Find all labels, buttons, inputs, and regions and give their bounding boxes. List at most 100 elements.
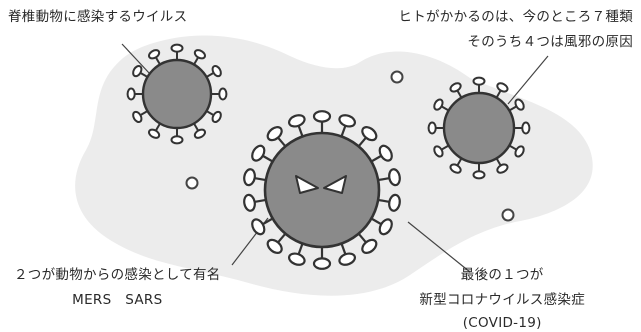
virus-spike-knob xyxy=(170,135,184,145)
virus-spike-stem xyxy=(508,105,517,112)
virus-spike-stem xyxy=(297,125,304,137)
virus-spike-knob xyxy=(388,168,401,187)
virus-spike-knob xyxy=(266,238,283,254)
virus-spike-stem xyxy=(456,157,463,166)
virus-spike-knob xyxy=(243,168,256,187)
label-text: MERS SARS xyxy=(72,292,163,308)
virus-spike-knob xyxy=(211,64,222,78)
label-text: ２つが動物からの感染として有名 xyxy=(14,267,221,283)
virus-spike-stem xyxy=(254,198,267,203)
leader-line-top-right xyxy=(507,55,549,105)
virus-spike-knob xyxy=(427,121,437,135)
virus-spike-stem xyxy=(495,90,502,99)
label-animal-origin: ２つが動物からの感染として有名 MERS SARS xyxy=(14,266,221,310)
virus-spike-stem xyxy=(277,137,287,148)
virus-spike-stem xyxy=(370,217,382,225)
virus-spike-knob xyxy=(312,257,332,270)
label-text: ヒトがかかるのは、今のところ７種類 xyxy=(398,9,633,25)
virus-spike-knob xyxy=(266,126,283,142)
virus-spike-stem xyxy=(155,57,161,66)
virus-spike-knob xyxy=(496,163,509,174)
virus-icon-right xyxy=(427,76,531,180)
virus-spike-stem xyxy=(277,232,287,243)
virus-spike-stem xyxy=(262,155,274,163)
virus-spike-stem xyxy=(441,144,450,151)
leader-line-top-left xyxy=(121,43,151,75)
virus-spike-knob xyxy=(218,87,228,101)
virus-spike-stem xyxy=(140,110,149,116)
leader-line-bottom-right xyxy=(407,221,471,273)
virus-spike-stem xyxy=(456,90,463,99)
virus-body xyxy=(263,131,381,249)
virus-spike-knob xyxy=(361,126,378,142)
virus-spike-knob xyxy=(288,252,306,266)
virus-spike-knob xyxy=(521,121,531,135)
virus-spike-knob xyxy=(338,252,356,266)
virus-body xyxy=(442,91,516,165)
virus-spike-stem xyxy=(377,198,390,203)
virus-spike-stem xyxy=(205,72,214,78)
virus-spike-knob xyxy=(338,114,356,128)
virus-spike-stem xyxy=(193,57,199,66)
virus-spike-stem xyxy=(262,217,274,225)
virus-spike-knob xyxy=(312,110,332,123)
virus-spike-knob xyxy=(433,145,444,158)
virus-spike-knob xyxy=(211,110,222,124)
virus-spike-stem xyxy=(377,177,390,182)
virus-spike-knob xyxy=(514,98,525,111)
virus-spike-knob xyxy=(388,193,401,212)
virus-spike-knob xyxy=(126,87,136,101)
virus-spike-knob xyxy=(449,163,462,174)
virus-spike-knob xyxy=(361,238,378,254)
virus-spike-stem xyxy=(495,157,502,166)
virus-spike-knob xyxy=(496,82,509,93)
virus-spike-knob xyxy=(514,145,525,158)
angry-face-icon xyxy=(295,175,347,194)
virus-spike-stem xyxy=(205,110,214,116)
virus-spike-knob xyxy=(378,218,393,236)
virus-spike-stem xyxy=(370,155,382,163)
virus-spike-knob xyxy=(193,128,207,139)
label-text: 新型コロナウイルス感染症 xyxy=(419,292,585,308)
virus-spike-stem xyxy=(193,122,199,131)
label-new-coronavirus: 最後の１つが 新型コロナウイルス感染症 (COVID-19) xyxy=(419,266,585,332)
virus-spike-knob xyxy=(147,128,161,139)
virus-spike-stem xyxy=(357,137,367,148)
virus-spike-knob xyxy=(251,218,266,236)
virus-spike-knob xyxy=(472,170,486,180)
label-text: 最後の１つが xyxy=(460,267,544,283)
particle-circle xyxy=(185,176,199,190)
virus-spike-knob xyxy=(170,43,184,53)
virus-spike-knob xyxy=(433,98,444,111)
virus-spike-knob xyxy=(288,114,306,128)
virus-spike-knob xyxy=(132,110,143,124)
virus-spike-knob xyxy=(449,82,462,93)
virus-spike-stem xyxy=(508,144,517,151)
virus-spike-knob xyxy=(243,193,256,212)
virus-spike-stem xyxy=(297,243,304,255)
label-text: そのうち４つは風邪の原因 xyxy=(467,34,633,50)
virus-spike-knob xyxy=(193,49,207,60)
virus-spike-stem xyxy=(155,122,161,131)
virus-icon-top-left xyxy=(126,43,228,145)
virus-spike-knob xyxy=(147,49,161,60)
virus-spike-knob xyxy=(472,76,486,86)
virus-icon-center xyxy=(243,110,401,270)
virus-body xyxy=(141,58,213,130)
particle-circle xyxy=(501,208,515,222)
virus-spike-stem xyxy=(140,72,149,78)
virus-spike-stem xyxy=(357,232,367,243)
virus-spike-stem xyxy=(340,243,347,255)
virus-spike-knob xyxy=(378,144,393,162)
label-text: 脊椎動物に感染するウイルス xyxy=(8,9,188,25)
virus-spike-stem xyxy=(340,125,347,137)
virus-spike-knob xyxy=(251,144,266,162)
label-text: (COVID-19) xyxy=(462,315,542,331)
virus-spike-knob xyxy=(132,64,143,78)
particle-circle xyxy=(390,70,404,84)
label-vertebrate-virus: 脊椎動物に感染するウイルス xyxy=(8,8,187,27)
virus-spike-stem xyxy=(441,105,450,112)
label-human-viruses: ヒトがかかるのは、今のところ７種類 そのうち４つは風邪の原因 xyxy=(398,8,633,52)
